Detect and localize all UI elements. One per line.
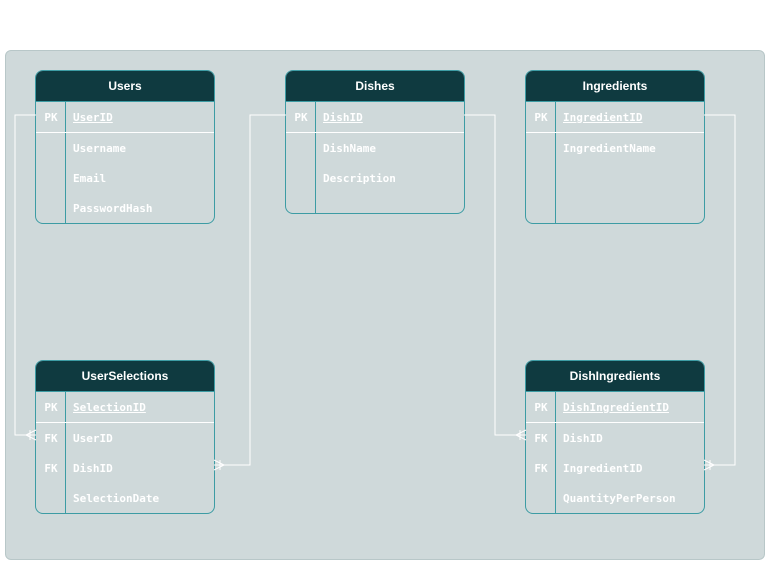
entity-ingredients[interactable]: Ingredients PK IngredientID IngredientNam… [525, 70, 705, 224]
field-name: QuantityPerPerson [563, 491, 676, 505]
empty-row [286, 193, 464, 213]
field-name: Email [73, 171, 107, 185]
entity-title: Users [36, 71, 214, 102]
entity-dish-ingredients[interactable]: DishIngredients PK DishIngredientID FK Dis… [525, 360, 705, 514]
field-name: SelectionID [73, 400, 146, 414]
field-name: DishID [73, 461, 113, 475]
entity-fields: PK DishID DishName Description [286, 102, 464, 213]
entity-fields: PK SelectionID FK UserID FK DishID Selectio… [36, 392, 214, 513]
field-name: DishIngredientID [563, 400, 669, 414]
field-row: PK IngredientID [526, 102, 704, 133]
field-name: DishID [563, 431, 603, 445]
field-name: Username [73, 141, 126, 155]
key-badge: PK [294, 110, 308, 124]
field-row: FK DishID [526, 423, 704, 453]
field-name: IngredientID [563, 110, 643, 124]
entity-user-selections[interactable]: UserSelections PK SelectionID FK UserID FK… [35, 360, 215, 514]
field-row: Username [36, 133, 214, 163]
entity-fields: PK IngredientID IngredientName [526, 102, 704, 223]
field-row: PK UserID [36, 102, 214, 133]
field-row: Email [36, 163, 214, 193]
field-name: UserID [73, 431, 113, 445]
key-badge: PK [534, 110, 548, 124]
field-name: Description [323, 171, 396, 185]
field-name: PasswordHash [73, 201, 153, 215]
field-row: FK UserID [36, 423, 214, 453]
key-badge: PK [44, 110, 58, 124]
field-row: FK IngredientID [526, 453, 704, 483]
key-badge: FK [44, 461, 58, 475]
field-name: DishID [323, 110, 363, 124]
entity-title: UserSelections [36, 361, 214, 392]
key-badge: FK [44, 431, 58, 445]
field-row: FK DishID [36, 453, 214, 483]
empty-row [526, 163, 704, 193]
field-row: DishName [286, 133, 464, 163]
entity-dishes[interactable]: Dishes PK DishID DishName Description [285, 70, 465, 214]
field-name: SelectionDate [73, 491, 160, 505]
field-row: SelectionDate [36, 483, 214, 513]
entity-users[interactable]: Users PK UserID Username Email PasswordHa… [35, 70, 215, 224]
field-row: PK DishID [286, 102, 464, 133]
field-name: IngredientID [563, 461, 643, 475]
field-row: Description [286, 163, 464, 193]
key-badge: PK [534, 400, 548, 414]
field-row: PK SelectionID [36, 392, 214, 423]
entity-title: Dishes [286, 71, 464, 102]
key-badge: PK [44, 400, 58, 414]
entity-title: DishIngredients [526, 361, 704, 392]
field-row: QuantityPerPerson [526, 483, 704, 513]
field-name: UserID [73, 110, 113, 124]
field-name: DishName [323, 141, 376, 155]
key-badge: FK [534, 461, 548, 475]
field-row: PK DishIngredientID [526, 392, 704, 423]
entity-fields: PK UserID Username Email PasswordHash [36, 102, 214, 223]
key-badge: FK [534, 431, 548, 445]
field-row: IngredientName [526, 133, 704, 163]
entity-title: Ingredients [526, 71, 704, 102]
empty-row [526, 193, 704, 223]
entity-fields: PK DishIngredientID FK DishID FK Ingredient… [526, 392, 704, 513]
field-name: IngredientName [563, 141, 656, 155]
field-row: PasswordHash [36, 193, 214, 223]
